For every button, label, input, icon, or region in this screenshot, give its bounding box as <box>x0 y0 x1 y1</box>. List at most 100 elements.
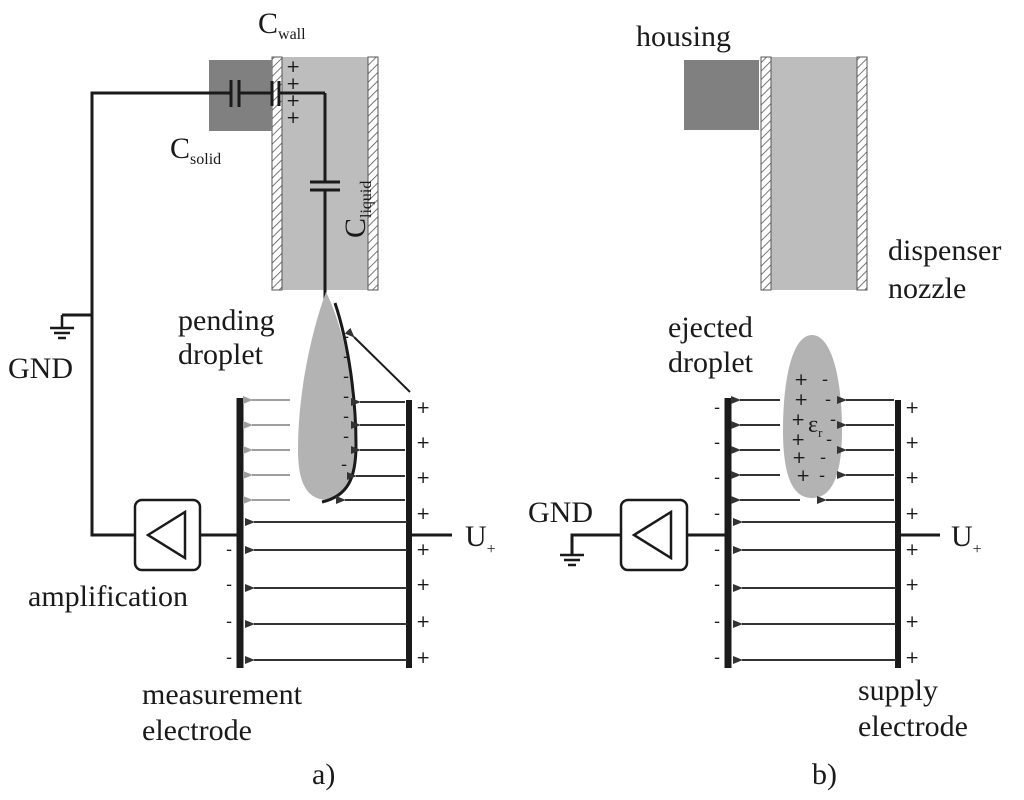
field-arrows-a <box>245 398 407 664</box>
svg-text:+: + <box>796 466 810 486</box>
ejected-droplet-label-2: droplet <box>668 346 754 379</box>
svg-text:-: - <box>714 540 720 560</box>
supply-electrode-charges-a: + + + + + + + + <box>416 398 430 668</box>
svg-text:-: - <box>830 410 836 430</box>
pending-droplet-label-1: pending <box>178 304 275 337</box>
supply-electrode-charges-b: + + + + + + + + <box>905 398 919 668</box>
amplification-label: amplification <box>28 580 188 613</box>
measurement-electrode-charges-b: - - - - - - - - <box>714 398 720 668</box>
svg-text:-: - <box>226 648 232 668</box>
panel-b-caption: b) <box>812 758 837 791</box>
svg-text:-: - <box>343 387 349 407</box>
svg-text:-: - <box>343 427 349 447</box>
svg-text:+: + <box>905 468 919 488</box>
svg-text:-: - <box>714 468 720 488</box>
dispenser-nozzle-label-1: dispenser <box>888 234 1001 267</box>
svg-text:+: + <box>416 504 430 524</box>
amplifier-icon-a <box>133 498 202 572</box>
svg-text:-: - <box>343 407 349 427</box>
droplet-charges-b: + - + - + - + - + - + - <box>791 370 836 486</box>
measurement-electrode-charges: - - - - <box>226 540 232 668</box>
pending-droplet-label-2: droplet <box>178 338 264 371</box>
svg-text:+: + <box>286 74 300 94</box>
capacitor-wall <box>270 81 281 106</box>
svg-text:-: - <box>343 367 349 387</box>
u-plus-label-b: U+ <box>951 520 982 558</box>
svg-text:-: - <box>714 398 720 418</box>
svg-text:+: + <box>794 390 808 410</box>
ejected-droplet <box>783 335 842 498</box>
svg-text:-: - <box>714 504 720 524</box>
epsilon-r-label: εr <box>808 412 823 440</box>
gnd-label-b: GND <box>528 496 593 529</box>
nozzle-b <box>760 56 868 291</box>
svg-text:+: + <box>286 108 300 128</box>
ground-icon-b <box>560 553 584 567</box>
svg-text:-: - <box>826 430 832 450</box>
svg-text:+: + <box>286 57 300 77</box>
ejected-droplet-label-1: ejected <box>668 311 753 344</box>
svg-text:+: + <box>416 575 430 595</box>
svg-text:-: - <box>825 390 831 410</box>
svg-text:-: - <box>341 455 347 475</box>
amplifier-icon-b <box>619 498 689 572</box>
supply-electrode-label-1: supply <box>858 674 938 707</box>
svg-text:+: + <box>905 398 919 418</box>
svg-text:+: + <box>905 433 919 453</box>
measurement-electrode-label-2: electrode <box>142 714 252 747</box>
ground-icon-a <box>50 315 74 340</box>
svg-text:+: + <box>791 410 805 430</box>
svg-text:+: + <box>416 398 430 418</box>
svg-text:+: + <box>416 433 430 453</box>
svg-text:-: - <box>226 575 232 595</box>
measurement-electrode-label-1: measurement <box>142 678 303 711</box>
c-wall-label: Cwall <box>258 7 306 43</box>
panel-a: + + + + - - - - - - - - - - - + + + + + <box>8 7 496 791</box>
svg-text:-: - <box>343 327 349 347</box>
svg-text:-: - <box>226 612 232 632</box>
svg-text:-: - <box>820 448 826 468</box>
svg-text:+: + <box>794 370 808 390</box>
svg-text:+: + <box>416 540 430 560</box>
svg-text:+: + <box>905 648 919 668</box>
svg-text:+: + <box>905 575 919 595</box>
droplet-surface-line <box>321 302 358 504</box>
pending-droplet <box>298 292 357 500</box>
housing-label: housing <box>636 20 731 53</box>
field-arrows-b <box>731 396 896 664</box>
u-plus-label-a: U+ <box>465 520 496 558</box>
circuit-wires-b <box>570 533 940 555</box>
svg-text:+: + <box>792 448 806 468</box>
svg-text:+: + <box>791 430 805 450</box>
wall-charges: + + + + <box>286 57 300 128</box>
svg-text:-: - <box>714 433 720 453</box>
shielded-field-arrows-a <box>243 396 290 504</box>
svg-text:-: - <box>714 612 720 632</box>
capacitor-solid <box>229 80 241 107</box>
svg-text:+: + <box>905 504 919 524</box>
svg-text:+: + <box>286 91 300 111</box>
svg-text:+: + <box>905 612 919 632</box>
svg-text:+: + <box>416 612 430 632</box>
panel-a-caption: a) <box>312 758 335 791</box>
svg-text:-: - <box>226 540 232 560</box>
c-solid-label: Csolid <box>170 132 221 168</box>
housing-block-b <box>684 60 759 130</box>
svg-text:-: - <box>714 648 720 668</box>
svg-text:-: - <box>343 347 349 367</box>
svg-text:+: + <box>416 648 430 668</box>
svg-text:-: - <box>822 370 828 390</box>
gnd-label-a: GND <box>8 352 73 385</box>
dispenser-nozzle-label-2: nozzle <box>888 272 966 305</box>
svg-text:-: - <box>819 466 825 486</box>
svg-text:-: - <box>714 575 720 595</box>
panel-b: + - + - + - + - + - + - εr - - - - - - -… <box>528 20 1001 791</box>
svg-text:+: + <box>416 468 430 488</box>
capacitor-liquid <box>310 180 340 192</box>
supply-electrode-label-2: electrode <box>858 710 968 743</box>
droplet-charges-a: - - - - - - - <box>341 327 349 475</box>
pointer-arrow <box>344 327 411 393</box>
svg-text:+: + <box>905 540 919 560</box>
c-liquid-label: Cliquid <box>339 181 375 238</box>
